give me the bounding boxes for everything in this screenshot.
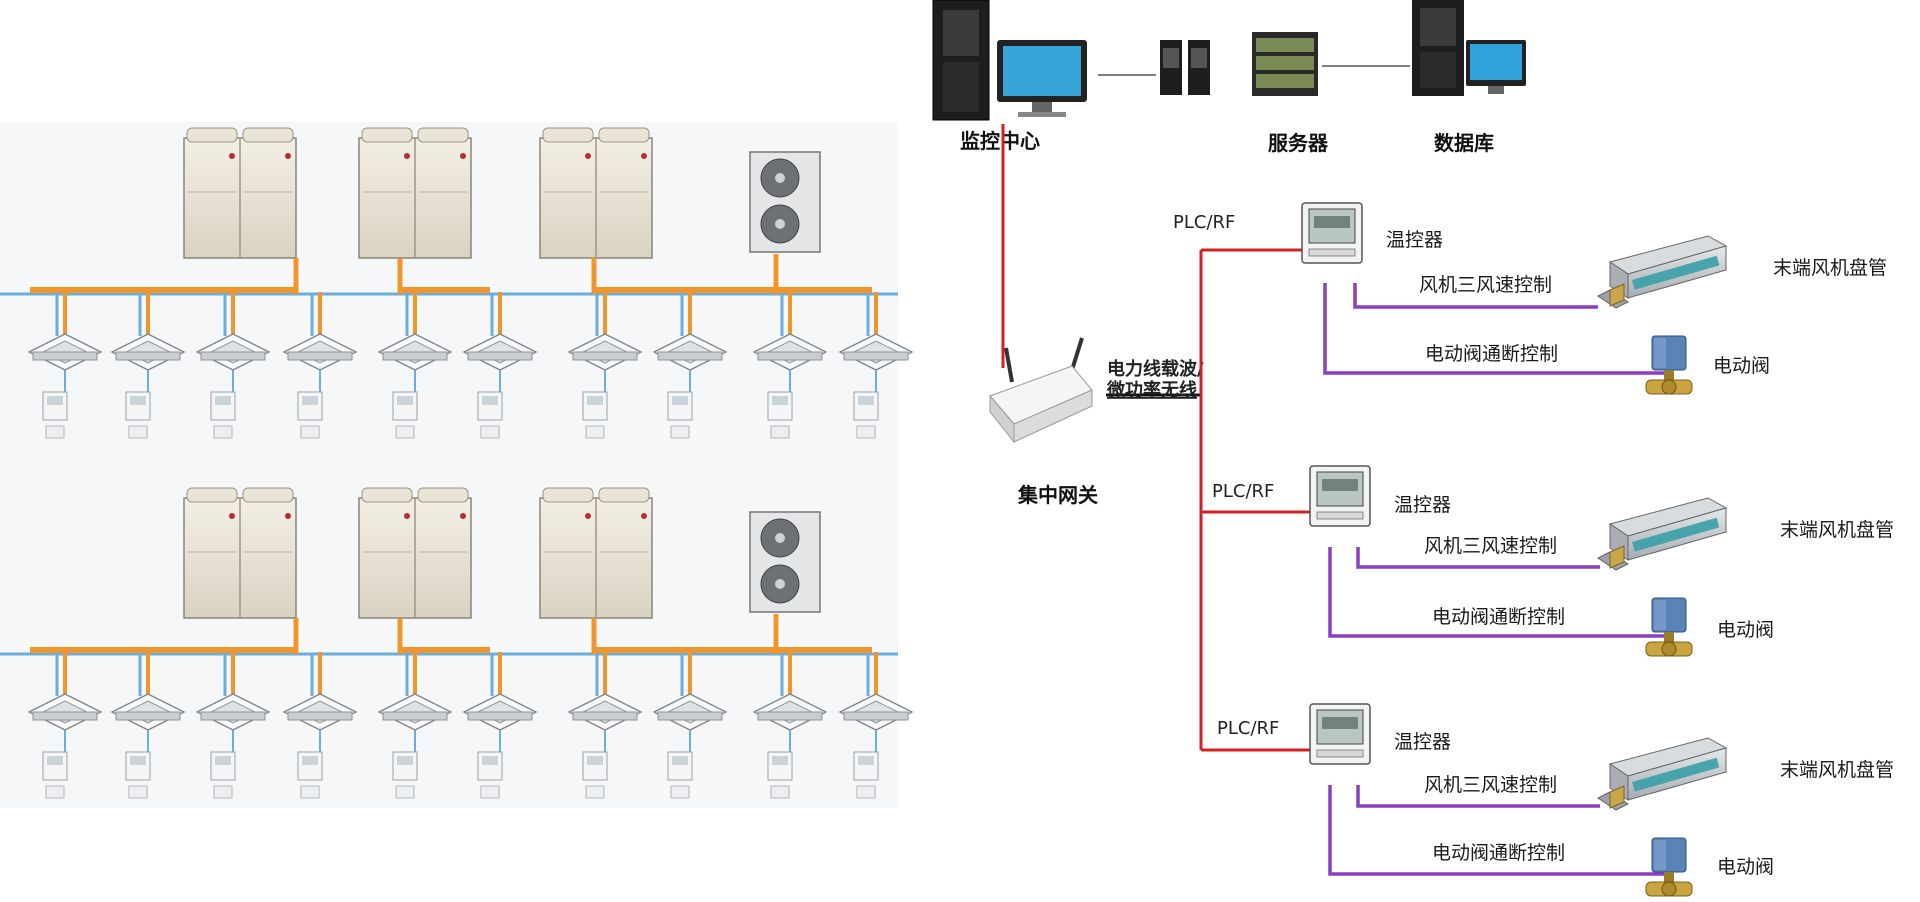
wall-controller-icon — [210, 751, 236, 799]
fan-coil-label: 末端风机盘管 — [1780, 759, 1894, 781]
protocol-label: PLC/RF — [1212, 481, 1274, 502]
wall-controller-icon — [853, 391, 879, 439]
fan-coil-label: 末端风机盘管 — [1773, 257, 1887, 279]
valve-label: 电动阀 — [1717, 856, 1774, 878]
wall-controller-icon — [125, 751, 151, 799]
wall-controller-icon — [210, 391, 236, 439]
network-switch-icon — [1160, 40, 1210, 95]
wall-controller-icon — [392, 751, 418, 799]
link-type-label-1: 电力线载波/ — [1107, 358, 1204, 380]
gateway-label: 集中网关 — [1017, 483, 1098, 507]
wall-controller-icon — [297, 391, 323, 439]
wall-controller-icon — [767, 391, 793, 439]
monitor-center-display-icon — [997, 40, 1087, 117]
outdoor-unit-icon — [358, 487, 472, 619]
valve-label: 电动阀 — [1713, 355, 1770, 377]
fan-coil-icon — [1597, 497, 1727, 571]
fan-coil-icon — [1597, 737, 1727, 811]
valve-control-label: 电动阀通断控制 — [1432, 842, 1565, 864]
monitor-center-label: 监控中心 — [960, 129, 1040, 153]
fan-speed-label: 风机三风速控制 — [1424, 535, 1557, 557]
wall-controller-icon — [297, 751, 323, 799]
vrf-system-layout — [0, 127, 913, 799]
fan-coil-label: 末端风机盘管 — [1780, 519, 1894, 541]
motorized-valve-icon — [1645, 335, 1693, 395]
thermostat-icon — [1301, 202, 1363, 264]
outdoor-unit-icon — [358, 127, 472, 259]
branch-2: PLC/RF 温控器 风机三风速控制 电动阀通断控制 末端风机盘管 电动阀 — [1201, 465, 1894, 657]
wall-controller-icon — [853, 751, 879, 799]
thermostat-icon — [1309, 465, 1371, 527]
motorized-valve-icon — [1645, 597, 1693, 657]
database-display-icon — [1466, 40, 1526, 94]
valve-label: 电动阀 — [1717, 619, 1774, 641]
outdoor-unit-icon — [539, 487, 653, 619]
wall-controller-icon — [477, 751, 503, 799]
fan-coil-icon — [1597, 235, 1727, 309]
wall-controller-icon — [667, 391, 693, 439]
thermostat-label: 温控器 — [1394, 731, 1451, 753]
fan-speed-label: 风机三风速控制 — [1419, 274, 1552, 296]
motorized-valve-icon — [1645, 837, 1693, 897]
outdoor-unit-small-icon — [749, 511, 821, 613]
outdoor-unit-icon — [183, 127, 297, 259]
wall-controller-icon — [42, 391, 68, 439]
protocol-label: PLC/RF — [1173, 212, 1235, 233]
wall-controller-icon — [42, 751, 68, 799]
wall-controller-icon — [767, 751, 793, 799]
branch-1: PLC/RF 温控器 风机三风速控制 电动阀通断控制 末端风机盘管 电动阀 — [1173, 202, 1887, 395]
valve-control-label: 电动阀通断控制 — [1425, 343, 1558, 365]
server-rack-icon — [1252, 32, 1318, 96]
monitor-center-tower-icon — [932, 0, 990, 121]
thermostat-label: 温控器 — [1394, 494, 1451, 516]
wall-controller-icon — [477, 391, 503, 439]
protocol-label: PLC/RF — [1217, 718, 1279, 739]
thermostat-icon — [1309, 703, 1371, 765]
database-label: 数据库 — [1434, 131, 1494, 155]
outdoor-unit-icon — [539, 127, 653, 259]
wall-controller-icon — [582, 751, 608, 799]
link-type-label-2: 微功率无线 — [1106, 379, 1197, 401]
valve-control-label: 电动阀通断控制 — [1432, 606, 1565, 628]
wall-controller-icon — [392, 391, 418, 439]
branch-3: PLC/RF 温控器 风机三风速控制 电动阀通断控制 末端风机盘管 电动阀 — [1201, 703, 1894, 897]
gateway-router-icon — [989, 337, 1093, 444]
fan-speed-label: 风机三风速控制 — [1424, 774, 1557, 796]
outdoor-unit-icon — [183, 487, 297, 619]
database-tower-icon — [1412, 0, 1464, 96]
wall-controller-icon — [582, 391, 608, 439]
server-label: 服务器 — [1268, 131, 1329, 155]
outdoor-unit-small-icon — [749, 151, 821, 253]
wall-controller-icon — [125, 391, 151, 439]
thermostat-label: 温控器 — [1386, 229, 1443, 251]
wall-controller-icon — [667, 751, 693, 799]
